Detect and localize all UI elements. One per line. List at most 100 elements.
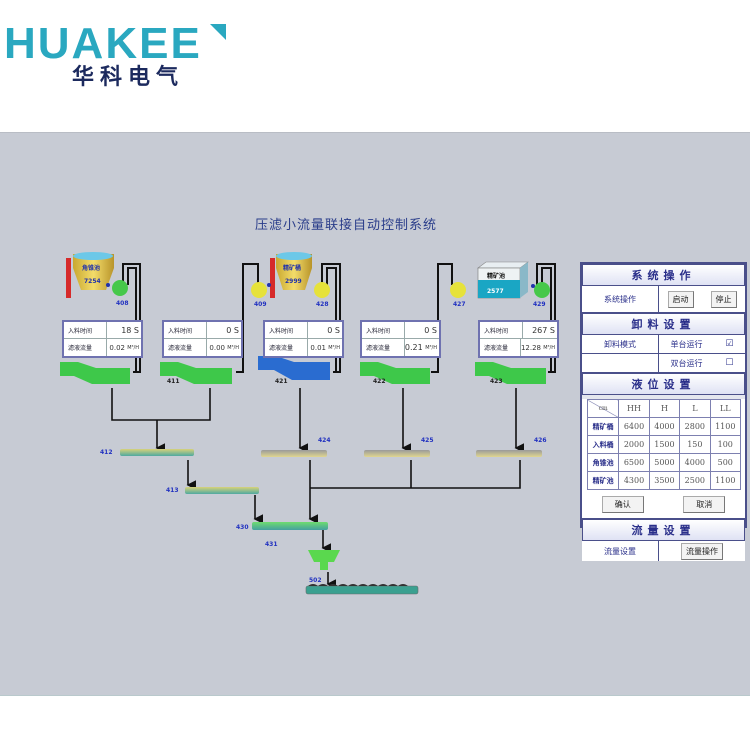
pump-428-icon <box>314 282 330 298</box>
start-button[interactable]: 启动 <box>667 290 694 308</box>
double-run-label: 双台运行 <box>670 358 703 368</box>
double-run-checkbox[interactable]: ☐ <box>725 358 734 368</box>
level-value[interactable]: 6400 <box>618 417 650 436</box>
hmi-title: 压滤小流量联接自动控制系统 <box>255 218 438 233</box>
flow-unit: M³/H <box>328 344 340 351</box>
conveyor-413 <box>185 487 259 494</box>
filter-press-411-icon <box>160 362 232 384</box>
level-value[interactable]: 100 <box>709 435 742 454</box>
stop-button[interactable]: 停止 <box>710 290 737 308</box>
conveyor-424-tag: 424 <box>318 437 331 444</box>
row-name: 角锥池 <box>586 453 620 472</box>
pipe-429 <box>536 263 556 373</box>
system-ops-label: 系统操作 <box>582 286 659 312</box>
level-value[interactable]: 1100 <box>709 417 742 436</box>
pump-427-label: 427 <box>453 301 466 308</box>
flow-value: 0.21 <box>404 343 423 352</box>
tank-1-value: 7254 <box>84 278 101 285</box>
level-value[interactable]: 2000 <box>618 435 650 454</box>
level-value[interactable]: 1500 <box>648 435 681 454</box>
level-value[interactable]: 2800 <box>679 417 711 436</box>
feed-time-unit: S <box>549 325 555 335</box>
conveyor-430 <box>252 522 328 530</box>
conveyor-425 <box>364 450 430 457</box>
level-value[interactable]: 4000 <box>679 453 711 472</box>
pump-429-label: 429 <box>533 301 546 308</box>
conveyor-430-tag: 430 <box>236 524 249 531</box>
single-run-checkbox[interactable]: ☑ <box>725 339 734 349</box>
filter-422-tag: 422 <box>373 378 386 385</box>
level-value[interactable]: 4000 <box>648 417 681 436</box>
filter-press-1-icon <box>60 362 130 384</box>
flow-unit: M³/H <box>543 344 555 351</box>
single-run-label: 单台运行 <box>670 339 703 349</box>
conveyor-413-tag: 413 <box>166 487 179 494</box>
tank-2-cone <box>270 252 312 298</box>
flow-value: 0.01 <box>310 343 326 352</box>
brand-logo-mark-icon <box>210 24 226 40</box>
filter-press-423-icon <box>475 362 546 384</box>
conveyor-431-tag: 431 <box>265 541 278 548</box>
feed-time-unit: S <box>431 325 437 335</box>
level-value[interactable]: 500 <box>709 453 742 472</box>
flow-label: 滤液流量 <box>64 339 107 356</box>
pipe-409 <box>236 263 259 373</box>
conveyor-412 <box>120 449 194 456</box>
level-value[interactable]: 150 <box>679 435 711 454</box>
feed-time-value: 0 <box>226 325 232 335</box>
col-l: L <box>679 399 711 418</box>
pipe-408 <box>122 263 141 373</box>
feed-time-label: 入料时间 <box>362 322 405 338</box>
flow-label: 滤液流量 <box>362 339 405 356</box>
pipe-427 <box>431 263 453 373</box>
flow-label: 滤液流量 <box>265 339 308 356</box>
flow-label: 滤液流量 <box>164 339 207 356</box>
conveyor-424 <box>261 450 327 457</box>
filter-press-422-icon <box>360 362 430 384</box>
level-value[interactable]: 6500 <box>618 453 650 472</box>
level-value[interactable]: 4300 <box>618 471 650 490</box>
feed-time-label: 入料时间 <box>480 322 523 338</box>
tank-3-value: 2577 <box>487 288 504 295</box>
filter-411-tag: 411 <box>167 378 180 385</box>
cancel-button[interactable]: 取消 <box>683 496 726 513</box>
level-header: 液位设置 <box>582 373 745 395</box>
conveyor-502-load <box>308 584 408 586</box>
tank-2-label: 精矿桶 <box>283 265 302 272</box>
level-value[interactable]: 2500 <box>679 471 711 490</box>
pump-427-icon <box>450 282 466 298</box>
level-value[interactable]: 3500 <box>648 471 681 490</box>
level-value[interactable]: 5000 <box>648 453 681 472</box>
confirm-button[interactable]: 确认 <box>601 496 644 513</box>
pump-429-icon <box>531 282 550 298</box>
feed-time-unit: S <box>233 325 239 335</box>
pump-408-icon <box>106 280 128 296</box>
flow-operation-button[interactable]: 流量操作 <box>681 542 723 560</box>
conveyor-426 <box>476 450 542 457</box>
conveyor-426-tag: 426 <box>534 437 547 444</box>
col-h: H <box>648 399 681 418</box>
filter-press-421-icon <box>258 356 330 380</box>
flow-value: 0.02 <box>109 343 125 352</box>
pump-409-label: 409 <box>254 301 267 308</box>
table-row: 精矿池 4300 3500 2500 1100 <box>586 471 742 490</box>
col-ll: LL <box>709 399 742 418</box>
feed-time-label: 入料时间 <box>265 322 308 338</box>
tank-3-label: 精矿池 <box>487 273 506 280</box>
pump-409-icon <box>251 282 271 298</box>
control-panel: 系统操作 系统操作 启动 停止 卸料设置 卸料模式 单台运行 ☑ 双台运行 ☐ … <box>580 262 747 561</box>
col-hh: HH <box>618 399 650 418</box>
level-table-wrap: cm HH H L LL 精矿桶 6400 4000 2800 1100 入料桶… <box>582 399 745 519</box>
flow-value: 12.28 <box>520 343 541 352</box>
pump-428-label: 428 <box>316 301 329 308</box>
filter-421-tag: 421 <box>275 378 288 385</box>
level-value[interactable]: 1100 <box>709 471 742 490</box>
tank-3-pool <box>477 261 529 299</box>
pipe-428 <box>321 263 341 373</box>
feed-time-value: 0 <box>424 325 430 335</box>
